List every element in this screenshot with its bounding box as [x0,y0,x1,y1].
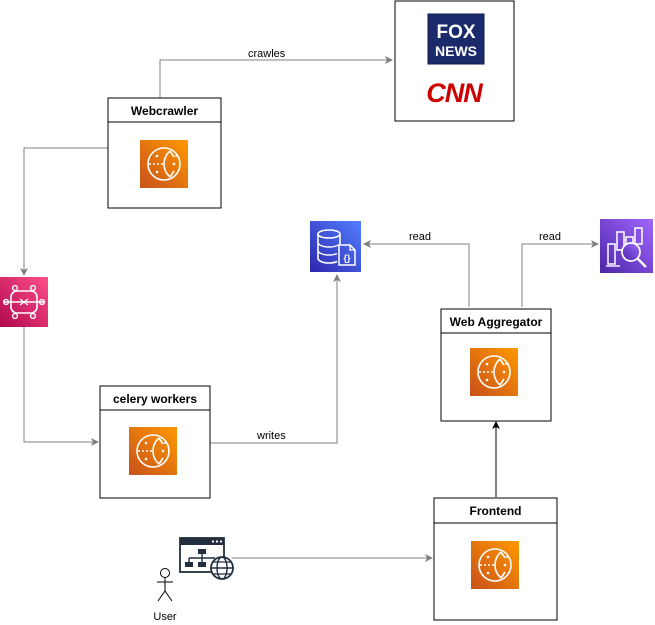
fox-news-logo: FOX NEWS [427,13,485,65]
message-queue-icon [0,277,48,327]
edge-label-read-search: read [539,231,561,243]
document-database-icon: {} [310,221,361,272]
news-logo-text: NEWS [435,43,477,59]
edge-read-search [521,240,599,307]
web-browser-icon [179,537,234,580]
celery-workers-title: celery workers [113,392,197,406]
cnn-logo: CNN [426,78,483,108]
webcrawler-title: Webcrawler [131,104,198,118]
web-aggregator-title: Web Aggregator [450,315,543,329]
edge-label-read-database: read [409,231,431,243]
frontend-title: Frontend [470,504,522,518]
ec2-instance-icon [469,347,519,397]
edge-label-writes: writes [256,430,286,442]
edge-queue-to-celery [23,327,99,446]
ec2-instance-icon [128,426,178,476]
fox-logo-text: FOX [436,22,475,43]
user-label: User [153,611,177,623]
celery-workers-node: celery workers [99,385,211,499]
edge-webcrawler-to-queue [20,147,108,276]
edge-read-database [363,240,470,307]
news-sources-box: FOX NEWS CNN [394,0,515,122]
web-aggregator-node: Web Aggregator [440,308,552,422]
svg-text:{}: {} [343,253,351,263]
globe-icon [210,556,234,580]
edge-label-crawles: crawles [248,48,286,60]
ec2-instance-icon [470,540,520,590]
search-analytics-icon [600,219,653,273]
edge-writes [210,274,341,444]
webcrawler-node: Webcrawler [107,97,222,209]
user-icon [157,568,173,602]
edge-crawles [159,56,393,98]
frontend-node: Frontend [433,497,558,621]
ec2-instance-icon [139,139,189,189]
